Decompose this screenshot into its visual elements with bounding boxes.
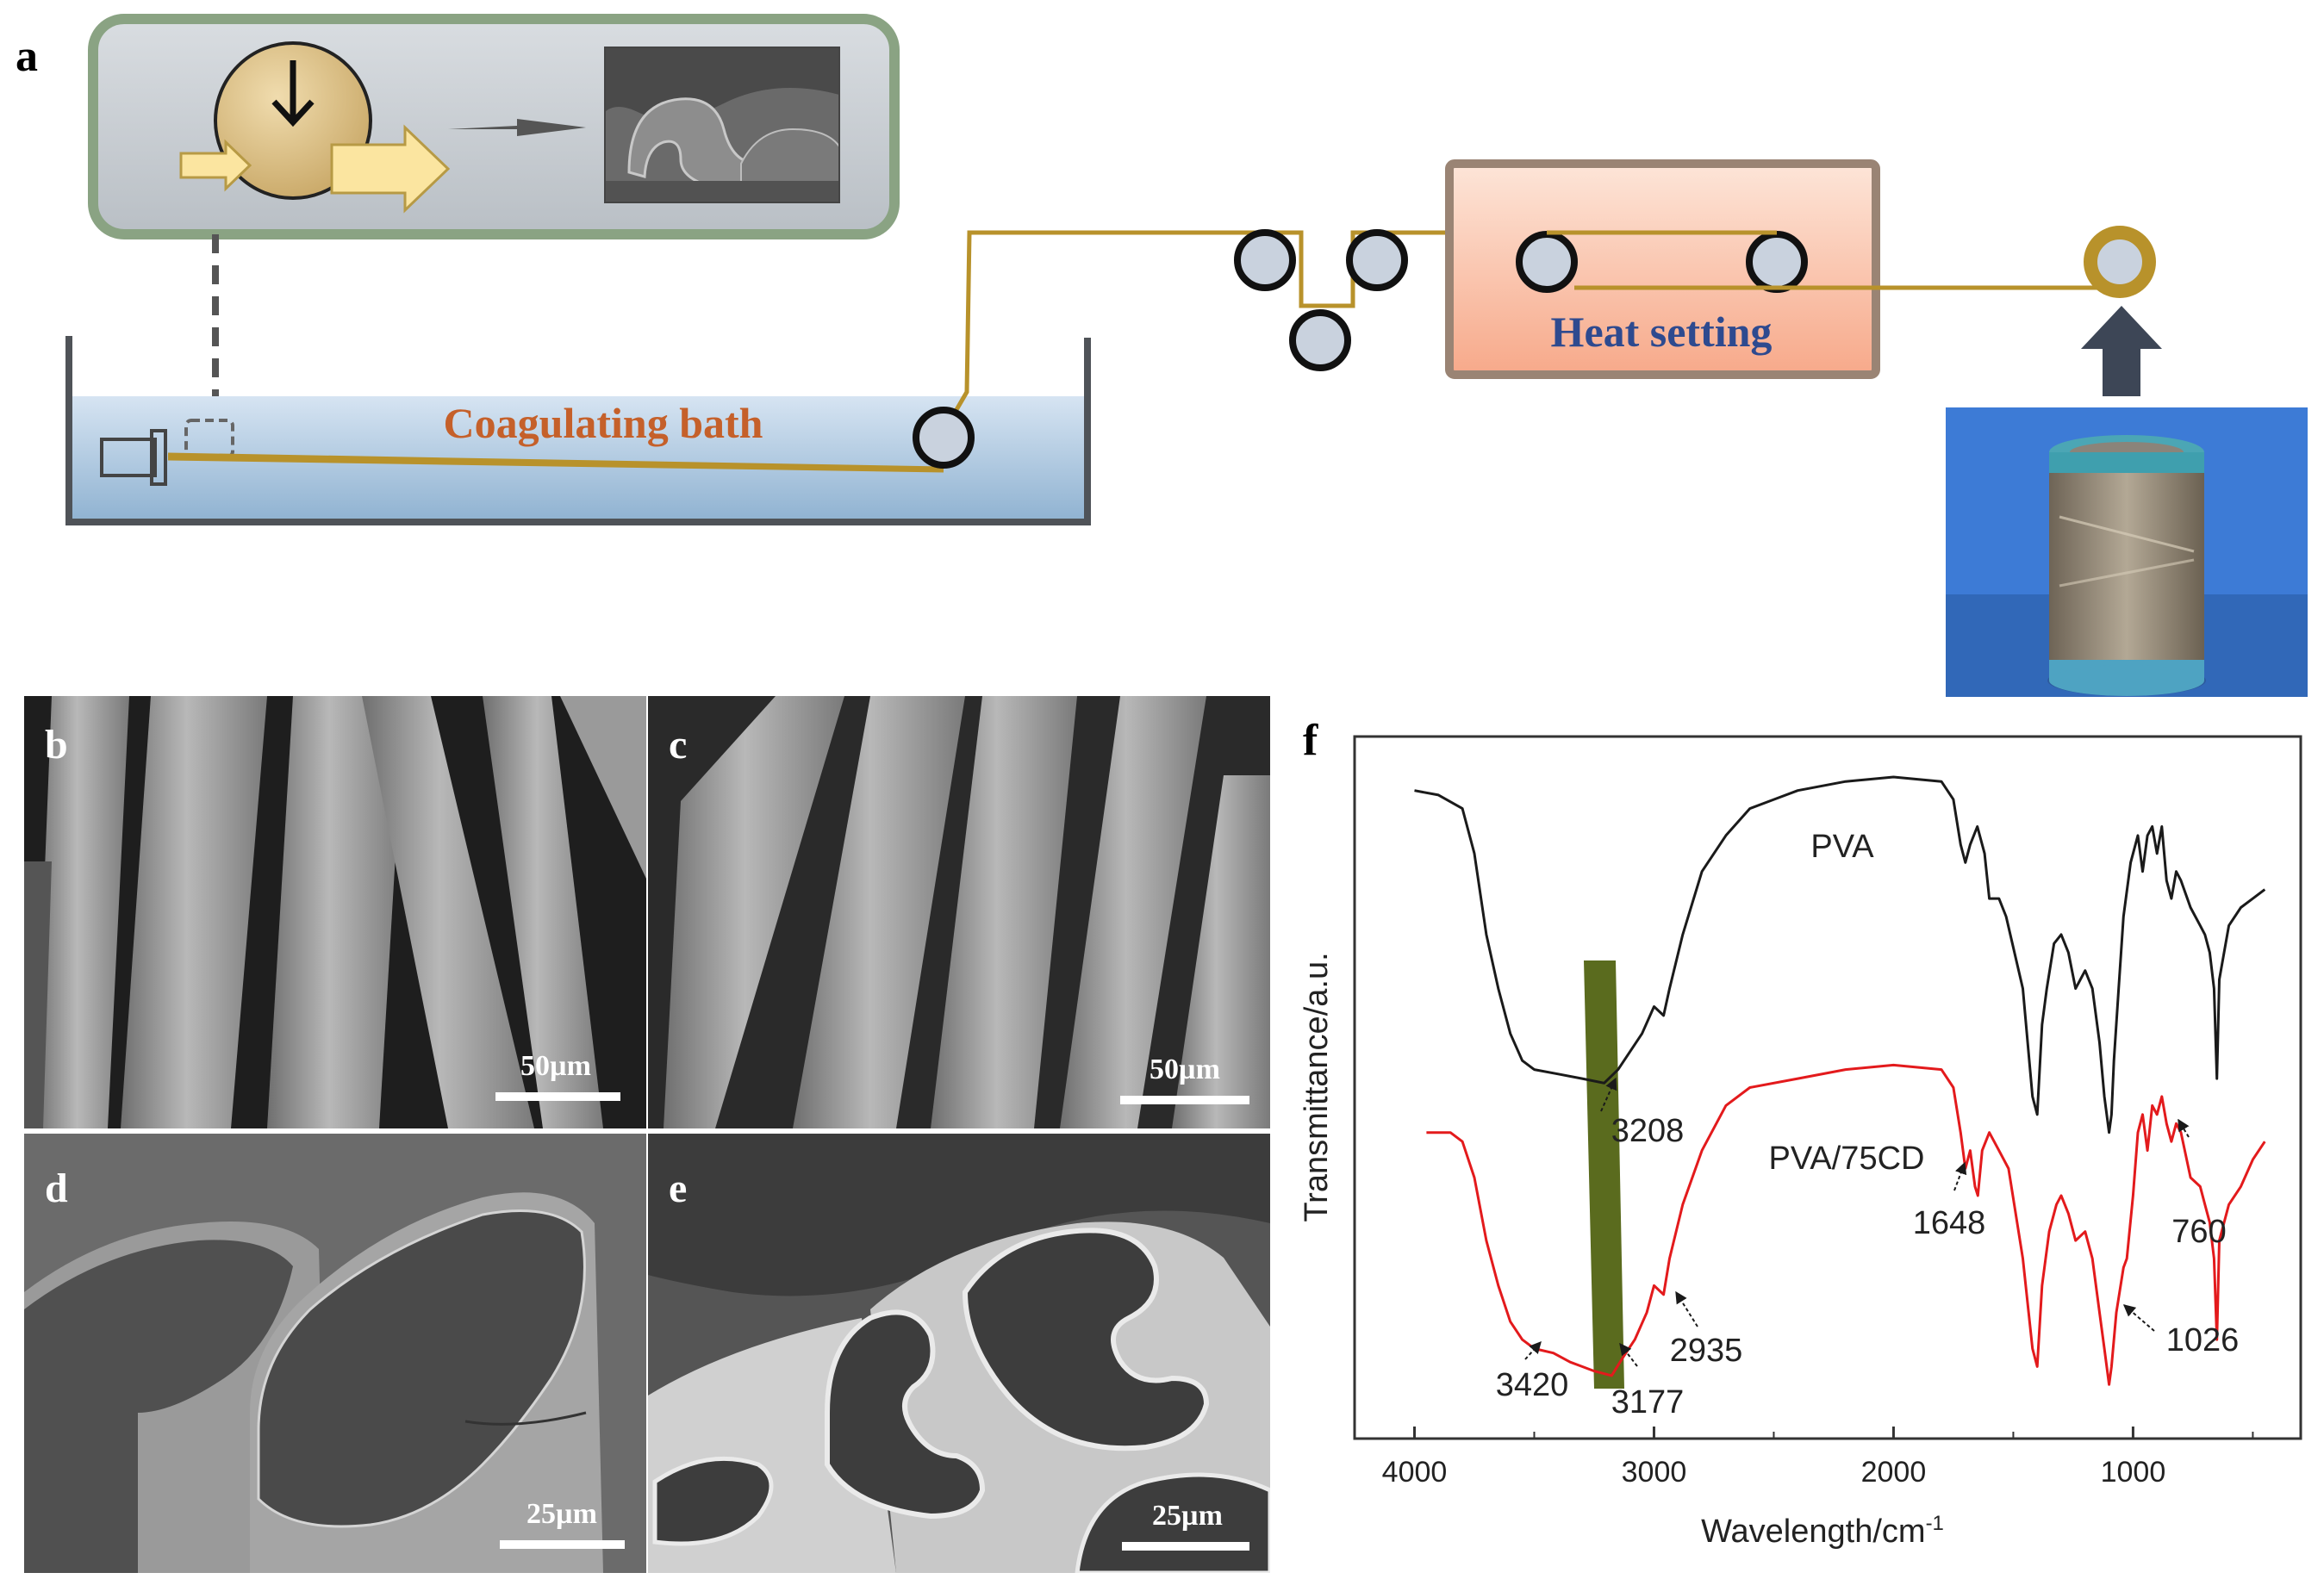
peak-annotations: 3208 3420 3177 2935 1648 760 1026 xyxy=(1496,1077,2240,1420)
coagulating-bath: Coagulating bath xyxy=(65,336,1091,525)
panel-b: b 50µm xyxy=(24,696,646,1128)
legend-pva-75cd: PVA/75CD xyxy=(1769,1141,1925,1177)
x-axis-label-text: Wavelength/cm xyxy=(1701,1514,1925,1550)
bath-label: Coagulating bath xyxy=(444,399,763,447)
panel-letter-e: e xyxy=(669,1166,687,1211)
scale-bar-d xyxy=(500,1540,625,1549)
panel-letter-c: c xyxy=(669,722,687,768)
x-tick-label: 4000 xyxy=(1382,1456,1448,1489)
roller-2 xyxy=(1289,309,1351,371)
panel-letter-a: a xyxy=(16,32,38,81)
scale-bar-b xyxy=(495,1092,620,1101)
highlight-band xyxy=(1584,960,1624,1389)
down-arrow-icon xyxy=(271,60,315,127)
panel-letter-f: f xyxy=(1303,716,1318,765)
legend-pva: PVA xyxy=(1810,829,1874,865)
x-tick-label: 3000 xyxy=(1622,1456,1687,1489)
scale-bar-e xyxy=(1122,1542,1249,1551)
scale-bar-label-c: 50µm xyxy=(1150,1054,1220,1085)
annotation-760: 760 xyxy=(2171,1214,2226,1250)
sem-image-c xyxy=(648,696,1270,1128)
bath-tank xyxy=(65,336,1091,525)
x-axis-label: Wavelength/cm-1 xyxy=(1701,1512,1944,1550)
x-axis-ticks: 4000 3000 2000 1000 xyxy=(1382,1427,2254,1489)
spinneret-inset xyxy=(88,14,900,239)
panel-d: d 25µm xyxy=(24,1134,646,1573)
x-tick-label: 1000 xyxy=(2101,1456,2166,1489)
inlet-arrow-icon xyxy=(179,139,252,192)
scale-bar-label-b: 50µm xyxy=(520,1050,591,1082)
panel-a: a Coagulating xyxy=(16,14,2308,697)
sem-image-b xyxy=(24,696,646,1128)
spinneret-head xyxy=(150,429,167,486)
series-line-pva-75cd xyxy=(1426,1063,2266,1386)
scale-bar-c xyxy=(1120,1096,1249,1104)
panel-letter-b: b xyxy=(45,722,68,768)
annotation-3420: 3420 xyxy=(1496,1367,1569,1403)
scale-bar-label-e: 25µm xyxy=(1152,1500,1223,1532)
spinneret-detail-box xyxy=(184,419,234,458)
roller-3 xyxy=(1346,229,1408,291)
x-tick-label: 2000 xyxy=(1861,1456,1927,1489)
flow-arrow-icon xyxy=(448,119,586,136)
up-arrow-icon xyxy=(2081,306,2162,396)
bobbin-photo xyxy=(1946,407,2308,697)
sem-image-d xyxy=(24,1134,646,1573)
y-axis-label: Transmittance/a.u. xyxy=(1299,952,1335,1222)
panel-c: c 50µm xyxy=(648,696,1270,1128)
panel-f: f 4000 3000 2000 1000 Wavelength/cm-1 Trans… xyxy=(1299,716,2302,1550)
sem-inset-image xyxy=(605,47,839,202)
take-up-winder xyxy=(2084,226,2156,298)
panel-e: e 25µm xyxy=(648,1134,1270,1573)
heat-setting-box: Heat setting xyxy=(1445,159,2115,379)
outlet-arrow-icon xyxy=(330,124,451,214)
x-axis-label-sup: -1 xyxy=(1926,1512,1944,1535)
sem-image-e xyxy=(648,1134,1270,1573)
spinneret-body xyxy=(100,438,157,477)
annotation-1026: 1026 xyxy=(2166,1322,2240,1358)
heat-chamber xyxy=(1445,159,1880,379)
heat-label: Heat setting xyxy=(1551,308,1773,356)
roller-bath xyxy=(913,407,975,469)
annotation-1648: 1648 xyxy=(1913,1205,1986,1241)
annotation-2935: 2935 xyxy=(1670,1333,1743,1369)
roller-1 xyxy=(1234,229,1296,291)
series-layer xyxy=(1414,775,2266,1386)
series-line-pva xyxy=(1414,775,2266,1135)
annotation-3208: 3208 xyxy=(1611,1113,1685,1149)
panel-letter-d: d xyxy=(45,1166,68,1211)
annotation-3177: 3177 xyxy=(1611,1384,1685,1420)
scale-bar-label-d: 25µm xyxy=(526,1498,597,1530)
